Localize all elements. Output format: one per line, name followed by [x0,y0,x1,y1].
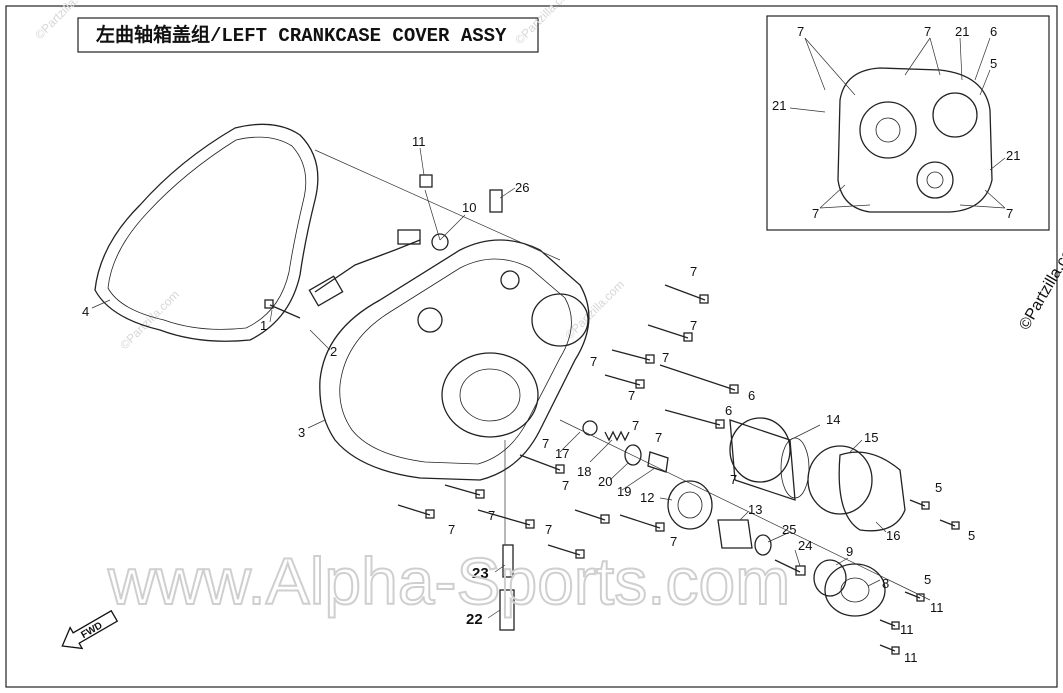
inset-callout-7c: 7 [812,206,819,221]
inset-callout-7a: 7 [797,24,804,39]
callout-11-c: 11 [900,622,914,637]
inset-callout-7d: 7 [1006,206,1013,221]
callout-6-b: 6 [725,403,732,418]
callout-4: 4 [82,304,89,319]
callout-7-g: 7 [655,430,662,445]
inset-callout-21b: 21 [772,98,786,113]
callout-17: 17 [555,446,569,461]
watermark-main: www.Alpha-Sports.com [107,544,790,618]
inset-detail-box: 7 7 21 6 5 21 21 7 7 [766,15,1050,231]
callout-7-m: 7 [545,522,552,537]
callout-7-j: 7 [730,472,737,487]
callout-7-f: 7 [632,418,639,433]
callout-10: 10 [462,200,476,215]
callout-24: 24 [798,538,812,553]
inset-callout-7b: 7 [924,24,931,39]
bolt-set [397,284,739,559]
spring [604,430,630,442]
callout-23: 23 [472,565,489,582]
callout-3: 3 [298,425,305,440]
bearing [667,480,713,530]
oil-filter [729,417,810,501]
fwd-arrow: FWD [61,609,119,650]
watermark-side: ©Partzilla.com [1016,235,1063,333]
inset-callout-21c: 21 [1006,148,1020,163]
inset-callout-6: 6 [990,24,997,39]
callout-11-top: 11 [412,134,426,149]
callout-12: 12 [640,490,654,505]
callout-19: 19 [617,484,631,499]
callout-7-k: 7 [448,522,455,537]
callout-7-l: 7 [488,508,495,523]
callout-7-c: 7 [590,354,597,369]
callout-5-a: 5 [935,480,942,495]
callout-25: 25 [782,522,796,537]
outer-frame [5,5,1058,688]
leader-lines [91,147,887,619]
callout-18: 18 [577,464,591,479]
callout-13: 13 [748,502,762,517]
callout-7-b: 7 [690,318,697,333]
callout-11-d: 11 [904,650,918,665]
crankcase-cover [319,239,590,481]
callout-2: 2 [330,344,337,359]
callout-1: 1 [260,318,267,333]
callout-7-h: 7 [542,436,549,451]
callout-7-a: 7 [690,264,697,279]
diagram-title: 左曲轴箱盖组/LEFT CRANKCASE COVER ASSY [96,23,507,47]
o-ring [807,445,873,515]
watermark-small-4: ©Partzilla.com [562,277,627,342]
callout-5-b: 5 [968,528,975,543]
callout-8: 8 [882,576,889,591]
construction-lines [314,149,931,601]
callout-9: 9 [846,544,853,559]
callout-7-e: 7 [628,388,635,403]
callout-6-a: 6 [748,388,755,403]
shaft [502,544,514,578]
filter-cover [838,451,906,532]
callout-22: 22 [466,611,483,628]
sensor-wire [308,229,449,307]
fwd-label: FWD [79,620,104,641]
callout-7-i: 7 [562,478,569,493]
spacer [717,519,753,549]
callout-26: 26 [515,180,529,195]
oil-pump [813,559,886,617]
gasket-outline [94,123,319,342]
ball [582,420,598,436]
callouts: 11 10 26 1 2 3 4 7 7 7 7 7 6 6 7 7 7 17 … [82,134,975,665]
callout-20: 20 [598,474,612,489]
callout-16: 16 [886,528,900,543]
callout-7-d: 7 [662,350,669,365]
title-box: 左曲轴箱盖组/LEFT CRANKCASE COVER ASSY [77,17,539,53]
callout-14: 14 [826,412,840,427]
watermark-small-3: ©Partzilla.com [117,287,182,352]
callout-11-b: 11 [930,600,944,615]
inset-callout-5: 5 [990,56,997,71]
callout-15: 15 [864,430,878,445]
callout-7-n: 7 [670,534,677,549]
callout-5-c: 5 [924,572,931,587]
inset-callout-21a: 21 [955,24,969,39]
